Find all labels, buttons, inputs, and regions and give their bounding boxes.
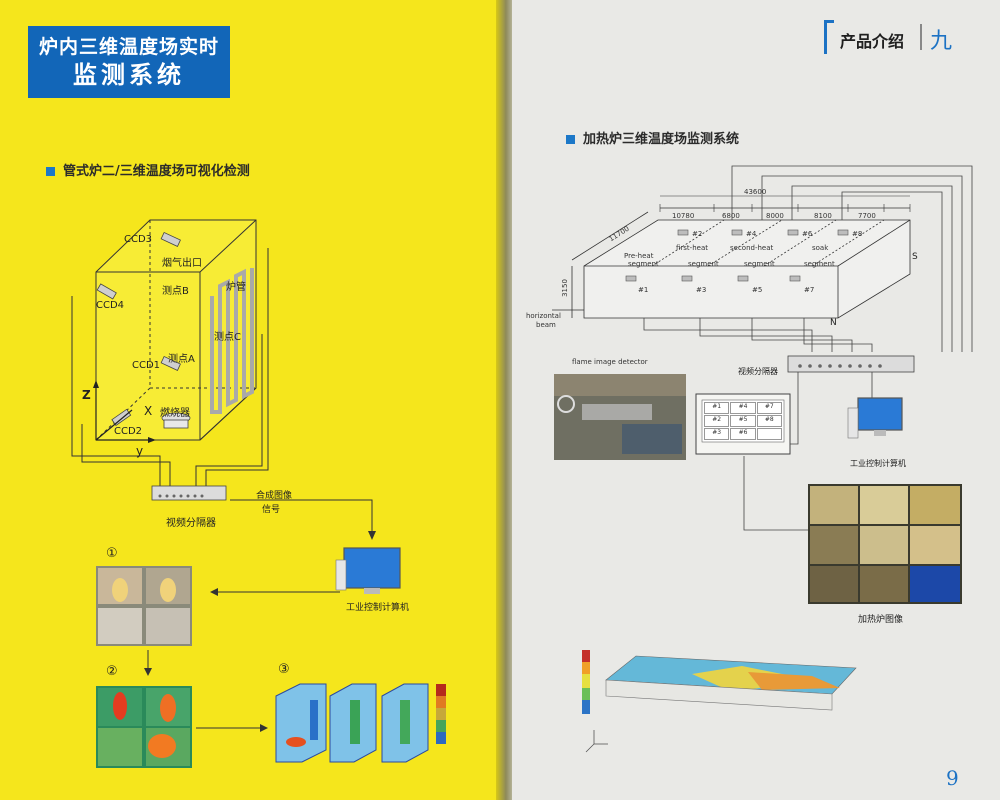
- zone-label-4: #4: [746, 230, 757, 238]
- monitor-cell: #1: [704, 402, 730, 414]
- step-1-marker: ①: [106, 546, 118, 561]
- zone-label-2: #2: [692, 230, 703, 238]
- ccd4-label: CCD4: [96, 300, 125, 311]
- segment-dim-5: 7700: [858, 212, 876, 220]
- segment-label-2: segment: [688, 260, 719, 268]
- furnace-images-caption: 加热炉图像: [858, 615, 904, 625]
- pre-heat-label: Pre-heat: [624, 252, 654, 260]
- zone-label-5: #5: [752, 286, 763, 294]
- page-header: 产品介绍 九: [824, 20, 984, 54]
- furnace-tube-label: 炉管: [226, 282, 246, 293]
- monitor-cell: #3: [704, 428, 730, 440]
- monitor-cell: #5: [730, 415, 756, 427]
- section-bullet-icon: [46, 167, 55, 176]
- composite-signal-label-1: 合成图像: [256, 491, 293, 501]
- header-section-label: 产品介绍: [840, 32, 905, 51]
- zone-label-6: #6: [802, 230, 813, 238]
- zone-label-8: #8: [852, 230, 863, 238]
- second-heat-label: second-heat: [730, 244, 774, 252]
- monitor-camera-grid: #1 #4 #7 #2 #5 #8 #3 #6: [704, 402, 782, 440]
- monitor-cell: #8: [756, 415, 782, 427]
- section-heading-text: 加热炉三维温度场监测系统: [583, 132, 740, 147]
- section-heading-heating-furnace: 加热炉三维温度场监测系统: [566, 128, 739, 147]
- monitor-cell: #2: [704, 415, 730, 427]
- north-label: N: [830, 318, 837, 328]
- ccd1-label: CCD1: [132, 360, 161, 371]
- left-page: 炉内三维温度场实时 监测系统 管式炉二/三维温度场可视化检测: [0, 0, 505, 800]
- axis-y-label: y: [136, 444, 144, 458]
- zone-label-3: #3: [696, 286, 707, 294]
- flue-outlet-label: 烟气出口: [162, 258, 202, 269]
- section-bullet-icon: [566, 135, 575, 144]
- burner-label: 燃烧器: [160, 408, 190, 419]
- ccd3-label: CCD3: [124, 234, 153, 245]
- page-number: 9: [946, 766, 959, 790]
- south-label: S: [912, 252, 918, 262]
- zone-label-1: #1: [638, 286, 649, 294]
- monitor-cell: #6: [730, 428, 756, 440]
- section-heading-tube-furnace: 管式炉二/三维温度场可视化检测: [46, 160, 250, 179]
- segment-dim-2: 6800: [722, 212, 740, 220]
- header-divider: [920, 24, 922, 50]
- segment-label-4: segment: [804, 260, 835, 268]
- header-bracket-icon: [824, 20, 834, 54]
- splitter-label: 视频分隔器: [166, 518, 216, 529]
- step-2-marker: ②: [106, 664, 118, 679]
- point-c-label: 测点C: [214, 332, 241, 343]
- right-page: 产品介绍 九 加热炉三维温度场监测系统: [512, 0, 1000, 800]
- segment-dim-3: 8000: [766, 212, 784, 220]
- monitor-cell: [756, 428, 782, 440]
- point-b-label: 测点B: [162, 286, 189, 297]
- segment-dim-4: 8100: [814, 212, 832, 220]
- composite-signal-label-2: 信号: [262, 505, 281, 515]
- flame-detector-label: flame image detector: [572, 358, 648, 366]
- soak-label: soak: [812, 244, 829, 252]
- section-heading-text: 管式炉二/三维温度场可视化检测: [63, 164, 250, 179]
- computer-label: 工业控制计算机: [346, 603, 410, 613]
- heating-furnace-schematic: [552, 165, 973, 753]
- step-3-marker: ③: [278, 662, 290, 677]
- height-dim-label: 3150: [560, 279, 569, 297]
- horizontal-beam-label-1: horizontal: [526, 312, 561, 320]
- axis-z-label: Z: [82, 388, 91, 402]
- horizontal-beam-label-2: beam: [536, 321, 556, 329]
- tube-furnace-schematic: [71, 219, 446, 768]
- point-a-label: 测点A: [168, 354, 195, 365]
- banner-title-line2: 监测系统: [73, 61, 185, 89]
- segment-label-3: segment: [744, 260, 775, 268]
- total-length-label: 43600: [744, 188, 767, 196]
- axis-x-label: X: [144, 404, 153, 418]
- first-heat-label: first-heat: [676, 244, 708, 252]
- segment-label-1: segment: [628, 260, 659, 268]
- header-chapter-number: 九: [930, 29, 953, 54]
- page-title-banner: 炉内三维温度场实时 监测系统: [28, 26, 230, 98]
- monitor-cell: #4: [730, 402, 756, 414]
- computer-label: 工业控制计算机: [850, 459, 906, 468]
- splitter-label: 视频分隔器: [738, 367, 778, 376]
- zone-label-7: #7: [804, 286, 815, 294]
- ccd2-label: CCD2: [114, 426, 143, 437]
- banner-title-line1: 炉内三维温度场实时: [38, 36, 219, 58]
- segment-dim-1: 10780: [672, 212, 695, 220]
- monitor-cell: #7: [756, 402, 782, 414]
